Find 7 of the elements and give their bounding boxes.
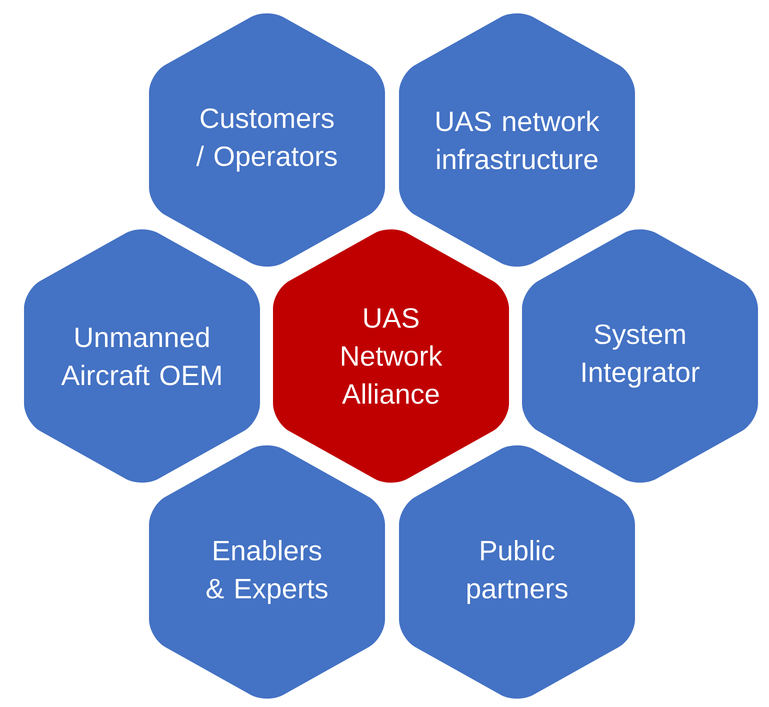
hexagon: Customers / Operators bbox=[149, 13, 385, 267]
hexagon: Public partners bbox=[399, 445, 635, 699]
hexagon: System Integrator bbox=[522, 229, 758, 483]
hexagon: Unmanned Aircraft OEM bbox=[24, 229, 260, 483]
hexagon: UAS network infrastructure bbox=[399, 13, 635, 267]
hexagon: Enablers & Experts bbox=[149, 445, 385, 699]
hexagon: UAS Network Alliance bbox=[273, 229, 509, 483]
